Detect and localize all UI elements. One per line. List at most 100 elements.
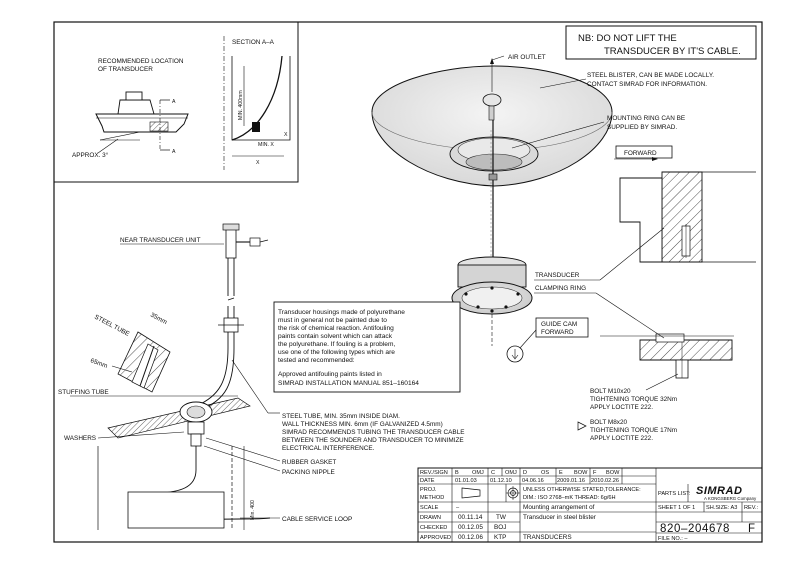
warning-note: Transducer housings made of polyurethane… <box>273 301 461 393</box>
tb-title-1: Mounting arrangement of <box>523 504 595 511</box>
tb-title-2: Transducer in steel blister <box>523 514 597 521</box>
bolt-m10-label-3: APPLY LOCTITE 222. <box>590 404 653 411</box>
tb-parts-list: PARTS LIST: <box>658 491 691 497</box>
hull-section <box>600 171 756 379</box>
steel-blister-label-2: CONTACT SIMRAD FOR INFORMATION. <box>587 81 707 88</box>
warning-line-2: must in general not be painted due to <box>278 317 387 324</box>
warning-approved-1: Approved antifouling paints listed in <box>278 371 382 378</box>
title-block <box>417 467 763 543</box>
steel-tube-detail <box>117 331 171 393</box>
steel-blister-label-1: STEEL BLISTER, CAN BE MADE LOCALLY. <box>587 72 714 79</box>
tb-approved-sign: KTP <box>494 534 506 541</box>
bolt-m8-label-3: APPLY LOCTITE 222. <box>590 435 653 442</box>
tb-rev-c-sign: OMJ <box>505 470 517 476</box>
tb-proj: PROJ. <box>420 487 437 493</box>
warning-line-6: use one of the following types which are <box>278 349 395 356</box>
tb-date-b: 01.01.03 <box>455 478 477 484</box>
tb-rev-b: B <box>455 470 459 476</box>
bolt-m8-label-1: BOLT M8x20 <box>590 419 628 426</box>
projection-cone-icon <box>461 487 481 499</box>
tb-approved-date: 00.12.06 <box>458 534 483 541</box>
boat-sketch: A A APPROX. 3° <box>72 91 189 159</box>
transducer <box>451 256 533 363</box>
steel-tube-note-1: STEEL TUBE, MIN. 35mm INSIDE DIAM. <box>282 413 400 420</box>
inset-min-400: MIN. 400mm <box>238 90 244 120</box>
tb-date-c: 01.12.10 <box>490 478 512 484</box>
tb-scale-label: SCALE <box>420 505 439 511</box>
air-outlet-label: AIR OUTLET <box>508 54 546 61</box>
tb-sheet-size: SH.SIZE: A3 <box>706 505 737 511</box>
right-callouts: AIR OUTLET STEEL BLISTER, CAN BE MADE LO… <box>490 54 714 442</box>
tb-date-f: 2010.02.26 <box>591 478 619 484</box>
section-a-a: MIN. 400mm X MIN. X X <box>223 36 291 170</box>
inset-x-label: X <box>256 160 260 166</box>
tb-checked-label: CHECKED <box>420 525 447 531</box>
dim-35-label: 35mm <box>149 312 168 327</box>
tb-revision: F <box>748 523 755 535</box>
tb-rev-d-sign: OS <box>541 470 549 476</box>
inset-x-vertical: X <box>284 132 288 138</box>
tb-file-no: FILE NO.: – <box>658 536 688 542</box>
tb-rev-sign: REV./SIGN <box>420 470 448 476</box>
tb-sheet: SHEET 1 OF 1 <box>658 505 695 511</box>
tb-rev-c: C <box>491 470 495 476</box>
cable-service-loop-label: CABLE SERVICE LOOP <box>282 516 352 523</box>
tb-category: TRANSDUCERS <box>523 534 572 541</box>
projection-circle-icon <box>506 486 520 500</box>
steel-tube-note-4: BETWEEN THE SOUNDER AND TRANSDUCER TO MI… <box>282 437 464 444</box>
inset-panel: RECOMMENDED LOCATION OF TRANSDUCER SECTI… <box>53 21 299 183</box>
tb-drawn-date: 00.11.14 <box>458 514 483 521</box>
tb-scale-value: – <box>456 505 460 511</box>
steel-blister-assembly <box>371 65 613 262</box>
tb-brand: SIMRAD <box>696 485 742 497</box>
warning-line-5: the polyurethane. If fouling is a proble… <box>278 341 395 348</box>
inset-min-x: MIN. X <box>258 142 274 148</box>
mounting-ring-label-1: MOUNTING RING CAN BE <box>607 115 685 122</box>
nb-notice-line-2: TRANSDUCER BY IT'S CABLE. <box>604 46 741 57</box>
tb-rev-d: D <box>523 470 527 476</box>
rubber-gasket-label: RUBBER GASKET <box>282 459 336 466</box>
steel-tube-note-2: WALL THICKNESS MIN. 6mm (IF GALVANIZED 4… <box>282 421 443 428</box>
cable-tube-assembly: NEAR TRANSDUCER UNIT STEEL TUBE 35mm 65m… <box>58 223 271 530</box>
tb-tolerance-2: DIM.: ISO 2768–mK THREAD: 6g/6H <box>523 495 616 501</box>
inset-location-title-2: OF TRANSDUCER <box>98 66 153 73</box>
tb-approved-label: APPROVED <box>420 535 451 541</box>
steel-tube-note-5: ELECTRICAL INTERFERENCE. <box>282 445 375 452</box>
warning-line-4: paints contain solvent which can attack <box>278 333 393 340</box>
warning-line-1: Transducer housings made of polyurethane <box>278 309 405 316</box>
bolt-m10-label-2: TIGHTENING TORQUE 32Nm <box>590 396 677 403</box>
tb-date-d: 04.06.16 <box>522 478 544 484</box>
stuffing-tube-label: STUFFING TUBE <box>58 389 109 396</box>
tb-rev-e: E <box>559 470 563 476</box>
nb-notice-line-1: NB: DO NOT LIFT THE <box>578 33 677 44</box>
washers-label: WASHERS <box>64 435 96 442</box>
bolt-m8-arrow-icon <box>577 421 587 431</box>
warning-approved-2: SIMRAD INSTALLATION MANUAL 851–160164 <box>278 380 419 387</box>
tb-rev-f: F <box>593 470 597 476</box>
bolt-m10-label-1: BOLT M10x20 <box>590 388 631 395</box>
tb-brand-sub: A KONGSBERG Company <box>704 496 757 501</box>
title-block-text: REV./SIGN B OMJ C OMJ D OS E BOW F BOW D… <box>420 470 759 542</box>
tb-checked-sign: BOJ <box>494 524 506 531</box>
mounting-ring-label-2: SUPPLIED BY SIMRAD. <box>607 124 677 131</box>
nb-notice: NB: DO NOT LIFT THE TRANSDUCER BY IT'S C… <box>565 25 757 60</box>
section-mark-a-bottom: A <box>172 149 176 155</box>
guide-cam-label-1: GUIDE CAM <box>541 321 577 328</box>
clamping-ring-label: CLAMPING RING <box>535 285 586 292</box>
min-400-label: Min. 400 <box>250 500 256 520</box>
bottom-callouts: STEEL TUBE, MIN. 35mm INSIDE DIAM. WALL … <box>203 359 465 523</box>
near-transducer-unit-label: NEAR TRANSDUCER UNIT <box>120 237 201 244</box>
tb-drawn-sign: TW <box>496 514 507 521</box>
guide-cam-label-2: FORWARD <box>541 329 574 336</box>
warning-line-3: the risk of chemical reaction. Antifouli… <box>278 325 394 332</box>
tb-drawn-label: DRAWN <box>420 515 441 521</box>
bolt-m8-label-2: TIGHTENING TORQUE 17Nm <box>590 427 677 434</box>
warning-line-7: tested and recommended: <box>278 357 355 364</box>
section-mark-a-top: A <box>172 99 176 105</box>
tb-method: METHOD <box>420 495 444 501</box>
tb-rev-b-sign: OMJ <box>472 470 484 476</box>
steel-tube-note-3: SIMRAD RECOMMENDS TUBING THE TRANSDUCER … <box>282 429 465 436</box>
dim-65-label: 65mm <box>89 357 108 370</box>
transducer-label: TRANSDUCER <box>535 272 580 279</box>
